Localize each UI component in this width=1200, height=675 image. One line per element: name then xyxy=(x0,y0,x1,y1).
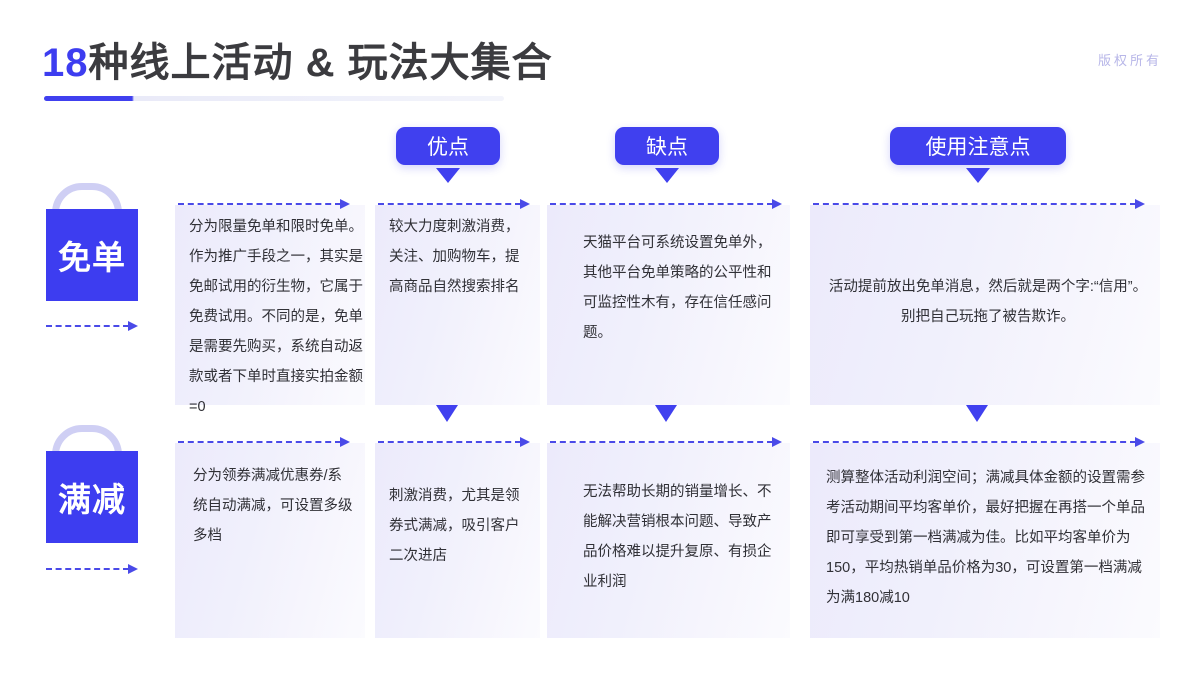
arrow-row2-notes-line xyxy=(813,441,1136,443)
title-underline-rule xyxy=(44,96,504,101)
arrow-row1-cons-head-icon xyxy=(772,199,782,209)
page-header: 18种线上活动 & 玩法大集合 版权所有 xyxy=(0,0,1200,110)
column-header-cons[interactable]: 缺点 xyxy=(615,127,719,165)
arrow-row2-cons-head-icon xyxy=(772,437,782,447)
panel-row2-notes-text: 测算整体活动利润空间；满减具体金额的设置需参考活动期间平均客单价，最好把握在再搭… xyxy=(826,470,1145,606)
page-title-rest: 种线上活动 & 玩法大集合 xyxy=(88,41,553,85)
panel-row1-intro-text: 分为限量免单和限时免单。作为推广手段之一，其实是免邮试用的衍生物，它属于免费试用… xyxy=(189,219,363,415)
arrow-row1-pros-head-icon xyxy=(520,199,530,209)
mid-caret-pros-icon xyxy=(436,405,458,422)
panel-row2-cons xyxy=(547,443,790,638)
panel-row1-notes xyxy=(810,205,1160,405)
arrow-row1-notes-line xyxy=(813,203,1136,205)
arrow-row1-notes-head-icon xyxy=(1135,199,1145,209)
page-title-number: 18 xyxy=(42,41,89,85)
panel-row1-cons-text: 天猫平台可系统设置免单外，其他平台免单策略的公平性和可监控性木有，存在信任感问题… xyxy=(583,235,772,341)
row-1-tag: 免单 xyxy=(46,209,138,301)
arrow-row1-cons xyxy=(550,199,782,209)
row-1-tag-arrow-line xyxy=(46,325,129,327)
panel-row1-intro xyxy=(175,205,365,405)
column-header-notes-label: 使用注意点 xyxy=(925,136,1031,159)
panel-row1-pros xyxy=(375,205,540,405)
arrow-row2-intro-line xyxy=(178,441,341,443)
arrow-row2-cons xyxy=(550,437,782,447)
panel-row1-notes-text: 活动提前放出免单消息，然后就是两个字:“信用”。别把自己玩拖了被告欺诈。 xyxy=(828,279,1148,325)
column-header-pros[interactable]: 优点 xyxy=(396,127,500,165)
panel-row2-notes xyxy=(810,443,1160,638)
row-2-tag: 满减 xyxy=(46,451,138,543)
arrow-row1-notes xyxy=(813,199,1145,209)
panel-row2-pros-text: 刺激消费，尤其是领券式满减，吸引客户二次进店 xyxy=(389,488,520,564)
mid-caret-cons-icon xyxy=(655,405,677,422)
row-1-tag-arrow xyxy=(46,321,138,331)
column-header-cons-label: 缺点 xyxy=(646,136,688,159)
arrow-row1-pros xyxy=(378,199,530,209)
column-header-pros-label: 优点 xyxy=(427,136,469,159)
copyright-label: 版权所有 xyxy=(1097,53,1162,68)
page-title: 18种线上活动 & 玩法大集合 xyxy=(42,30,553,88)
arrow-row2-pros-line xyxy=(378,441,521,443)
row-2-tag-arrow xyxy=(46,564,138,574)
row-2-tag-arrow-line xyxy=(46,568,129,570)
column-header-notes-caret-icon xyxy=(966,168,990,183)
arrow-row2-intro-head-icon xyxy=(340,437,350,447)
arrow-row2-intro xyxy=(178,437,350,447)
arrow-row2-pros xyxy=(378,437,530,447)
arrow-row1-intro xyxy=(178,199,350,209)
arrow-row1-pros-line xyxy=(378,203,521,205)
row-1-tag-label: 免单 xyxy=(58,239,126,276)
row-1-tag-arrow-head-icon xyxy=(128,321,138,331)
arrow-row2-notes xyxy=(813,437,1145,447)
panel-row2-intro xyxy=(175,443,365,638)
column-header-pros-caret-icon xyxy=(436,168,460,183)
panel-row2-pros xyxy=(375,443,540,638)
mid-caret-notes-icon xyxy=(966,405,988,422)
column-header-cons-caret-icon xyxy=(655,168,679,183)
row-2-tag-arrow-head-icon xyxy=(128,564,138,574)
arrow-row1-intro-head-icon xyxy=(340,199,350,209)
arrow-row2-pros-head-icon xyxy=(520,437,530,447)
arrow-row2-notes-head-icon xyxy=(1135,437,1145,447)
panel-row1-pros-text: 较大力度刺激消费，关注、加购物车，提高商品自然搜索排名 xyxy=(389,219,520,295)
panel-row1-cons xyxy=(547,205,790,405)
arrow-row1-intro-line xyxy=(178,203,341,205)
panel-row2-intro-text: 分为领券满减优惠券/系统自动满减，可设置多级多档 xyxy=(193,468,353,544)
arrow-row2-cons-line xyxy=(550,441,773,443)
column-header-notes[interactable]: 使用注意点 xyxy=(890,127,1066,165)
panel-row2-cons-text: 无法帮助长期的销量增长、不能解决营销根本问题、导致产品价格难以提升复原、有损企业… xyxy=(583,484,772,590)
row-2-tag-label: 满减 xyxy=(58,481,126,518)
arrow-row1-cons-line xyxy=(550,203,773,205)
